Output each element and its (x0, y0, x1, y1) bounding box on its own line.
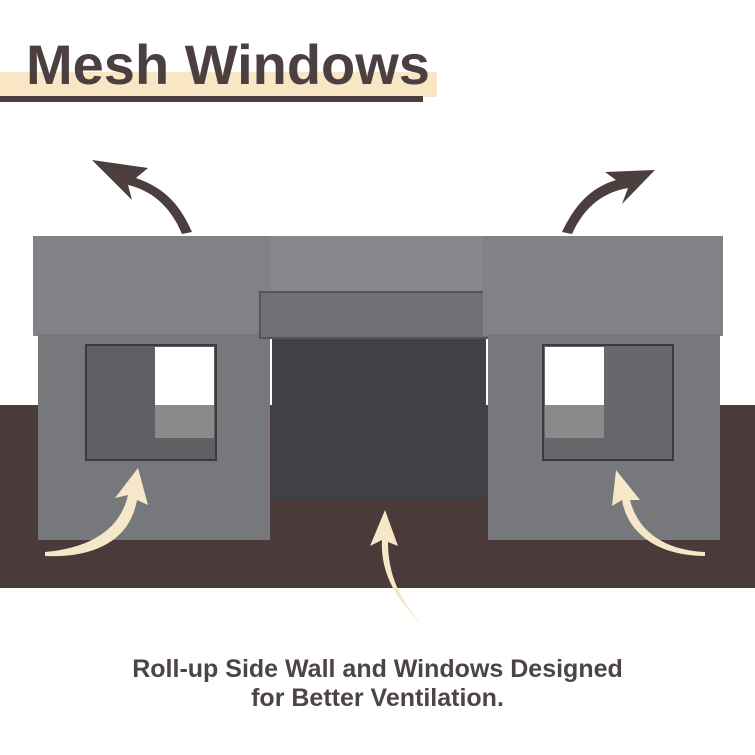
caption-line-1: Roll-up Side Wall and Windows Designed (132, 655, 623, 683)
arrow-to-right-window-icon (612, 470, 705, 556)
tent-right-roof (483, 236, 723, 336)
arrow-up-left-icon (92, 160, 192, 234)
arrow-up-right-icon (562, 170, 655, 234)
heading-highlight (0, 72, 437, 97)
tent-left-roof (33, 236, 275, 336)
caption-line-2: for Better Ventilation. (251, 684, 504, 712)
arrow-to-doorway-icon (370, 510, 422, 624)
tent-middle-roof (270, 236, 488, 296)
tent-awning (259, 291, 501, 339)
arrow-to-left-window-icon (45, 468, 148, 557)
heading-underline (0, 96, 423, 102)
tent-doorway (272, 335, 486, 500)
heading: Mesh Windows (26, 33, 430, 96)
